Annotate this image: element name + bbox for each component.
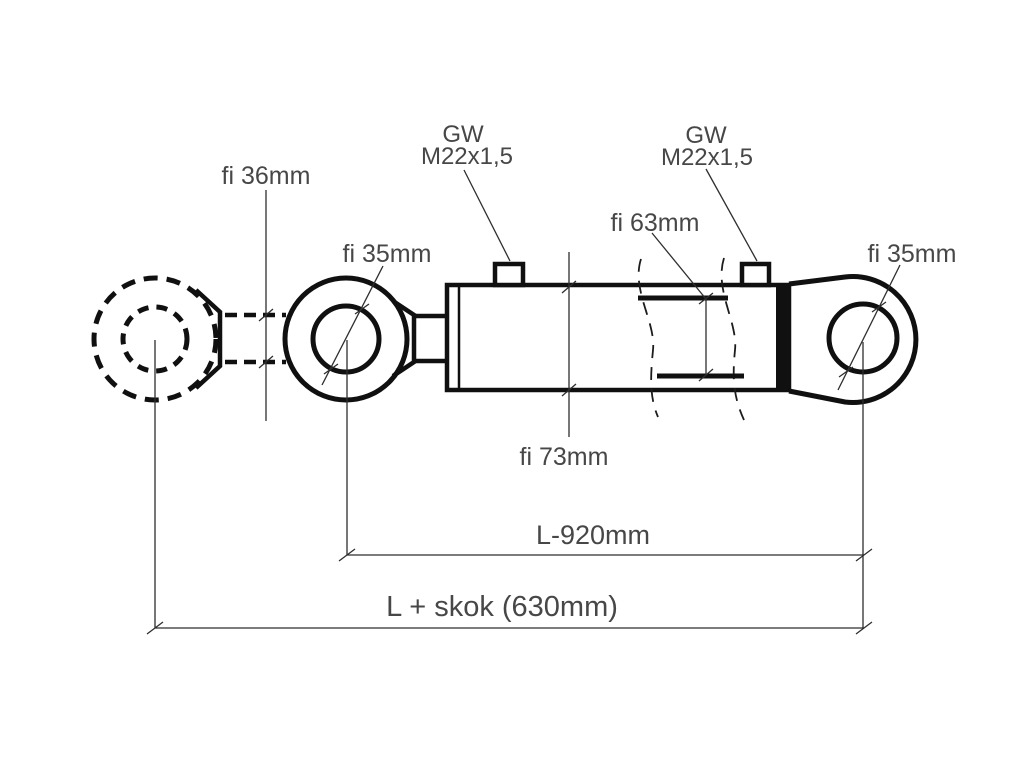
label-rod-diameter: fi 36mm — [222, 162, 311, 190]
dim-ticks-base-eye-bore — [838, 301, 887, 378]
label-base-eye-bore: fi 35mm — [868, 240, 957, 268]
dim-line-rod-eye-bore — [321, 265, 384, 386]
label-port-left-thread: M22x1,5 — [421, 143, 513, 170]
break-line-left — [637, 258, 659, 418]
cylinder-barrel — [444, 282, 792, 393]
hydraulic-port-right — [739, 261, 772, 288]
break-line-right — [720, 257, 745, 421]
label-rod-eye-bore: fi 35mm — [343, 240, 432, 268]
dim-ticks-rod-diameter — [258, 308, 274, 369]
phantom-eye-inner-circle — [120, 304, 190, 374]
leader-port-right — [705, 168, 758, 262]
dim-line-base-eye-bore — [837, 264, 901, 391]
dim-ticks-closed-length — [338, 548, 873, 562]
dim-ticks-extended-length — [146, 621, 873, 635]
dim-ticks-piston-bore — [698, 292, 714, 382]
dim-ticks-rod-eye-bore — [323, 303, 370, 375]
label-closed-length: L-920mm — [536, 520, 650, 550]
base-eye-outline — [788, 274, 919, 405]
dim-line-piston-bore — [651, 232, 707, 375]
rod-eye-inner-circle — [310, 303, 382, 375]
rod-eye-boss — [391, 299, 417, 378]
leader-port-left — [463, 169, 511, 262]
label-extended-length: L + skok (630mm) — [386, 591, 618, 623]
rod-eye-outer-circle — [282, 275, 410, 403]
label-port-left-title: GW — [442, 121, 484, 148]
label-port-right-thread: M22x1,5 — [661, 144, 753, 171]
label-piston-bore: fi 63mm — [611, 209, 700, 237]
phantom-eye-boss — [194, 288, 223, 390]
barrel-end-cap — [776, 285, 789, 390]
label-port-right-title: GW — [685, 122, 727, 149]
label-barrel-diameter: fi 73mm — [520, 443, 609, 471]
dim-ticks-barrel-diameter — [561, 280, 577, 397]
piston-rod — [414, 313, 448, 364]
hydraulic-port-left — [492, 261, 526, 288]
